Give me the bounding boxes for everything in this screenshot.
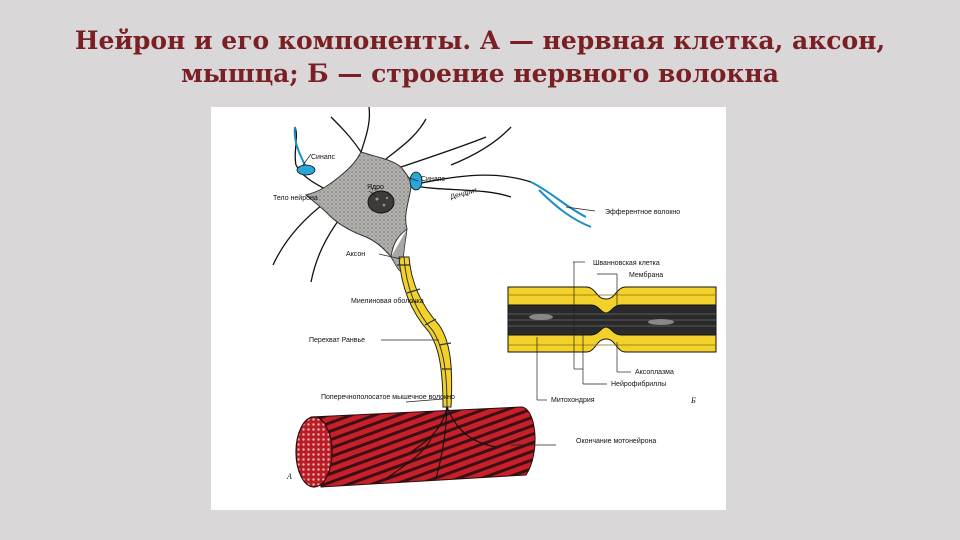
myelinated-axon bbox=[397, 256, 453, 408]
synapse-right bbox=[409, 171, 423, 191]
title-line-1: Нейрон и его компоненты. А — нервная кле… bbox=[74, 26, 886, 55]
nucleus bbox=[367, 190, 395, 214]
label-muscle: Поперечнополосатое мышечное волокно bbox=[321, 394, 455, 401]
label-myelin: Миелиновая оболочка bbox=[351, 297, 424, 305]
slide-title: Нейрон и его компоненты. А — нервная кле… bbox=[30, 24, 930, 90]
neuron-figure: Синапс Ядро Синапс Дендрит Тело нейрона … bbox=[211, 107, 726, 510]
panel-a-letter: А bbox=[286, 472, 292, 481]
label-synapse-top: Синапс bbox=[311, 154, 336, 161]
efferent-fibers bbox=[293, 126, 592, 228]
label-efferent: Эфферентное волокно bbox=[605, 209, 680, 216]
title-line-2: мышца; Б — строение нервного волокна bbox=[181, 59, 779, 88]
panel-b-letter: Б bbox=[690, 396, 696, 405]
label-nucleus: Ядро bbox=[367, 184, 384, 191]
label-membrane: Мембрана bbox=[629, 271, 663, 279]
label-schwann: Шванновская клетка bbox=[593, 260, 660, 267]
muscle-fiber bbox=[295, 406, 536, 488]
label-synapse-right: Синапс bbox=[421, 176, 446, 183]
label-axon: Аксон bbox=[346, 251, 365, 258]
synapse-top bbox=[296, 164, 316, 176]
label-ranvier: Перехват Ранвье bbox=[309, 337, 365, 344]
label-cell-body: Тело нейрона bbox=[273, 194, 318, 202]
label-motoneuron-end: Окончание мотонейрона bbox=[576, 437, 656, 445]
neuron-diagram: Синапс Ядро Синапс Дендрит Тело нейрона … bbox=[272, 107, 717, 488]
nerve-fiber-panel bbox=[507, 286, 717, 353]
neuron-soma bbox=[304, 151, 412, 259]
motoneuron-endings bbox=[385, 406, 497, 480]
leader-lines bbox=[302, 153, 631, 446]
label-neurofibrils: Нейрофибриллы bbox=[611, 380, 666, 388]
label-axoplasm: Аксоплазма bbox=[635, 369, 674, 376]
label-mitochondria: Митохондрия bbox=[551, 397, 595, 404]
